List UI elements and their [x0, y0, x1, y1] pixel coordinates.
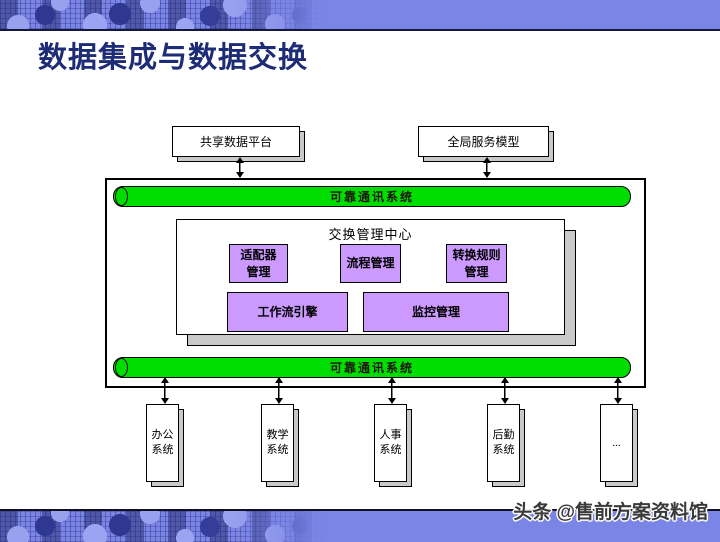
system-label: 后勤 系统: [487, 404, 520, 482]
node-label: 共享数据平台: [172, 126, 300, 157]
double-arrow-icon: [160, 377, 169, 404]
system-logistics: 后勤 系统: [487, 404, 525, 487]
header-decoration-bar: [0, 0, 720, 31]
system-label: 教学 系统: [261, 404, 294, 482]
system-label: 办公 系统: [146, 404, 179, 482]
module-monitoring-management: 监控管理: [363, 292, 509, 332]
system-teaching: 教学 系统: [261, 404, 299, 487]
system-label: ...: [600, 404, 633, 482]
double-arrow-icon: [500, 377, 509, 404]
system-ellipsis: ...: [600, 404, 638, 487]
system-label: 人事 系统: [374, 404, 407, 482]
exchange-management-center: 交换管理中心 适配器 管理 流程管理 转换规则 管理 工作流引擎 监控管理: [176, 219, 576, 346]
node-shared-data-platform: 共享数据平台: [172, 126, 305, 162]
bus-top-cylinder: 可靠通讯系统: [113, 186, 631, 207]
double-arrow-icon: [274, 377, 283, 404]
module-adapter-management: 适配器 管理: [229, 244, 288, 283]
page-title: 数据集成与数据交换: [38, 42, 309, 74]
system-office: 办公 系统: [146, 404, 184, 487]
bus-label: 可靠通讯系统: [329, 361, 414, 375]
system-personnel: 人事 系统: [374, 404, 412, 487]
double-arrow-icon: [387, 377, 396, 404]
watermark: 头条 @售前方案资料馆: [513, 502, 708, 523]
bus-label: 可靠通讯系统: [329, 190, 414, 204]
center-title: 交换管理中心: [328, 227, 413, 242]
double-arrow-icon: [235, 157, 244, 178]
module-transform-rules-management: 转换规则 管理: [446, 244, 507, 283]
node-global-service-model: 全局服务模型: [418, 126, 554, 162]
module-workflow-engine: 工作流引擎: [227, 292, 348, 332]
node-label: 全局服务模型: [418, 126, 549, 157]
double-arrow-icon: [613, 377, 622, 404]
footer-decoration-bar: [0, 509, 720, 542]
module-process-management: 流程管理: [340, 244, 401, 283]
double-arrow-icon: [482, 157, 491, 178]
bus-bottom-cylinder: 可靠通讯系统: [113, 357, 631, 378]
